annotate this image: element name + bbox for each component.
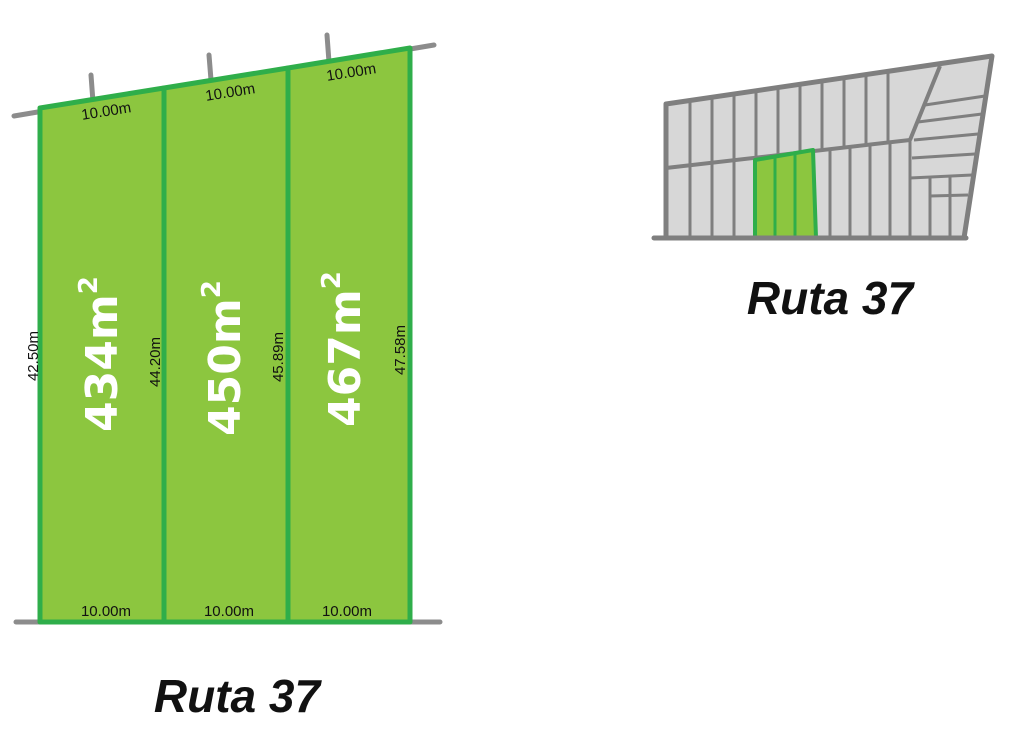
svg-text:434m2: 434m2 <box>74 276 128 432</box>
lot-tick <box>206 52 214 83</box>
lot-1-side-dimension: 42.50m <box>25 331 42 381</box>
lot-3[interactable] <box>285 45 413 625</box>
lot-plan: 10.00m 10.00m 10.00m 10.00m 10.00m 10.00… <box>11 32 443 722</box>
minimap-lower-lot-lines <box>688 140 912 238</box>
lot-2-area: 450m2 <box>197 280 251 436</box>
minimap-right-lot-lines <box>909 94 986 238</box>
svg-text:450m2: 450m2 <box>197 280 251 436</box>
lot-2-bottom-dimension: 10.00m <box>204 603 254 620</box>
lot-1-bottom-dimension: 10.00m <box>81 603 131 620</box>
lot-3-side-dimension: 45.89m <box>270 332 287 382</box>
lot-2-side-dimension: 44.20m <box>147 337 164 387</box>
lot-3-bottom-dimension: 10.00m <box>322 603 372 620</box>
road-label-main: Ruta 37 <box>154 670 323 722</box>
minimap-diagonal-street <box>908 65 942 141</box>
road-label-minimap: Ruta 37 <box>747 272 916 324</box>
lot-1-area: 434m2 <box>74 276 128 432</box>
lot-3-right-side-dimension: 47.58m <box>392 325 409 375</box>
svg-text:467m2: 467m2 <box>317 271 371 427</box>
lot-tick <box>324 32 332 65</box>
minimap-highlighted-lots <box>753 148 818 240</box>
lot-3-area: 467m2 <box>317 271 371 427</box>
minimap-upper-lot-lines <box>688 72 890 166</box>
location-minimap: Ruta 37 <box>651 53 995 324</box>
